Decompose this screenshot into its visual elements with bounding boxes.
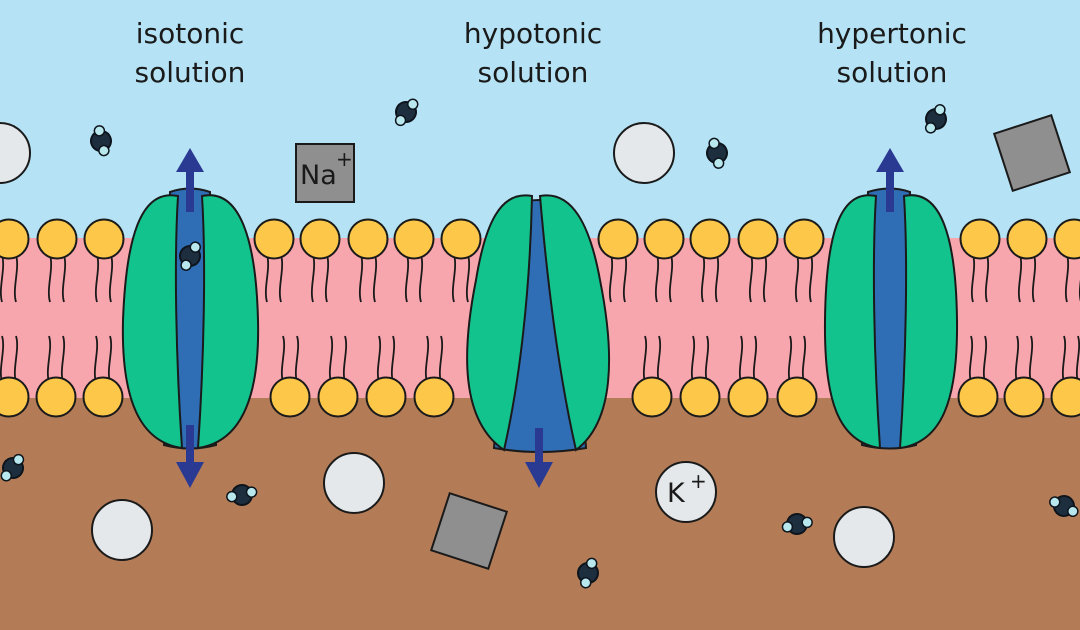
- sodium-ion: Na +: [295, 143, 355, 203]
- arrow-down-hypotonic: [525, 428, 553, 488]
- lipid-tail: [47, 254, 53, 303]
- solute-circle: [0, 122, 31, 184]
- lipid-head: [83, 218, 125, 260]
- label-hypotonic-line1: hypotonic: [464, 17, 602, 50]
- sodium-symbol: Na: [300, 160, 337, 191]
- lipid-tail: [0, 254, 5, 303]
- lipid-tail: [358, 254, 364, 303]
- lipid-tail: [465, 254, 471, 303]
- lipid-tail: [654, 254, 660, 303]
- lipid-tail: [668, 254, 674, 303]
- lipid-head: [959, 218, 1001, 260]
- lipid-head: [689, 218, 731, 260]
- solute-square: [429, 491, 509, 571]
- lipid-head: [299, 218, 341, 260]
- label-isotonic-line2: solution: [135, 56, 246, 89]
- lipid-head: [727, 376, 769, 418]
- channel-isotonic: [121, 148, 260, 488]
- lipid-head: [1050, 376, 1080, 418]
- label-hypertonic-line2: solution: [837, 56, 948, 89]
- lipid-tail: [970, 254, 976, 303]
- lipid-head: [253, 218, 295, 260]
- lipid-head: [440, 218, 482, 260]
- lipid-tail: [762, 254, 768, 303]
- label-hypotonic-line2: solution: [478, 56, 589, 89]
- lipid-head: [82, 376, 124, 418]
- lipid-tail: [264, 254, 270, 303]
- lipid-head: [1003, 376, 1045, 418]
- solute-square: [992, 113, 1072, 193]
- arrow-up-hypertonic: [876, 148, 904, 212]
- channel-hypotonic: [466, 194, 611, 488]
- lipid-head: [631, 376, 673, 418]
- lipid-head: [1006, 218, 1048, 260]
- solute-circle: [91, 499, 153, 561]
- lipid-tail: [108, 254, 114, 303]
- lipid-head: [36, 218, 78, 260]
- lipid-head: [643, 218, 685, 260]
- lipid-tail: [700, 254, 706, 303]
- lipid-tail: [794, 254, 800, 303]
- label-hypertonic-line1: hypertonic: [817, 17, 967, 50]
- sodium-charge: +: [336, 147, 353, 171]
- potassium-charge: +: [690, 469, 707, 493]
- lipid-head: [0, 376, 30, 418]
- solute-circle: [833, 506, 895, 568]
- lipid-tail: [748, 254, 754, 303]
- lipid-tail: [278, 254, 284, 303]
- lipid-tail: [418, 254, 424, 303]
- lipid-tail: [714, 254, 720, 303]
- lipid-tail: [622, 254, 628, 303]
- lipid-head: [347, 218, 389, 260]
- lipid-head: [783, 218, 825, 260]
- lipid-tail: [608, 254, 614, 303]
- lipid-tail: [94, 254, 100, 303]
- lipid-tail: [61, 254, 67, 303]
- lipid-head: [597, 218, 639, 260]
- arrow-up-isotonic: [176, 148, 204, 212]
- lipid-tail: [1031, 254, 1037, 303]
- lipid-head: [317, 376, 359, 418]
- solute-circle: [613, 122, 675, 184]
- lipid-tail: [310, 254, 316, 303]
- label-isotonic-line1: isotonic: [136, 17, 245, 50]
- solute-circle: [323, 452, 385, 514]
- lipid-tail: [404, 254, 410, 303]
- lipid-tail: [1064, 254, 1070, 303]
- lipid-tail: [1017, 254, 1023, 303]
- lipid-tail: [808, 254, 814, 303]
- potassium-ion: K +: [655, 461, 717, 523]
- channel-hypertonic: [823, 148, 959, 450]
- potassium-symbol: K: [667, 478, 686, 509]
- lipid-tail: [13, 254, 19, 303]
- lipid-tail: [372, 254, 378, 303]
- lipid-head: [0, 218, 30, 260]
- lipid-head: [35, 376, 77, 418]
- lipid-tail: [451, 254, 457, 303]
- lipid-head: [269, 376, 311, 418]
- lipid-head: [413, 376, 455, 418]
- lipid-tail: [984, 254, 990, 303]
- lipid-tail: [324, 254, 330, 303]
- arrow-down-isotonic: [176, 425, 204, 488]
- lipid-head: [679, 376, 721, 418]
- lipid-head: [737, 218, 779, 260]
- lipid-head: [776, 376, 818, 418]
- lipid-head: [393, 218, 435, 260]
- lipid-head: [365, 376, 407, 418]
- lipid-head: [957, 376, 999, 418]
